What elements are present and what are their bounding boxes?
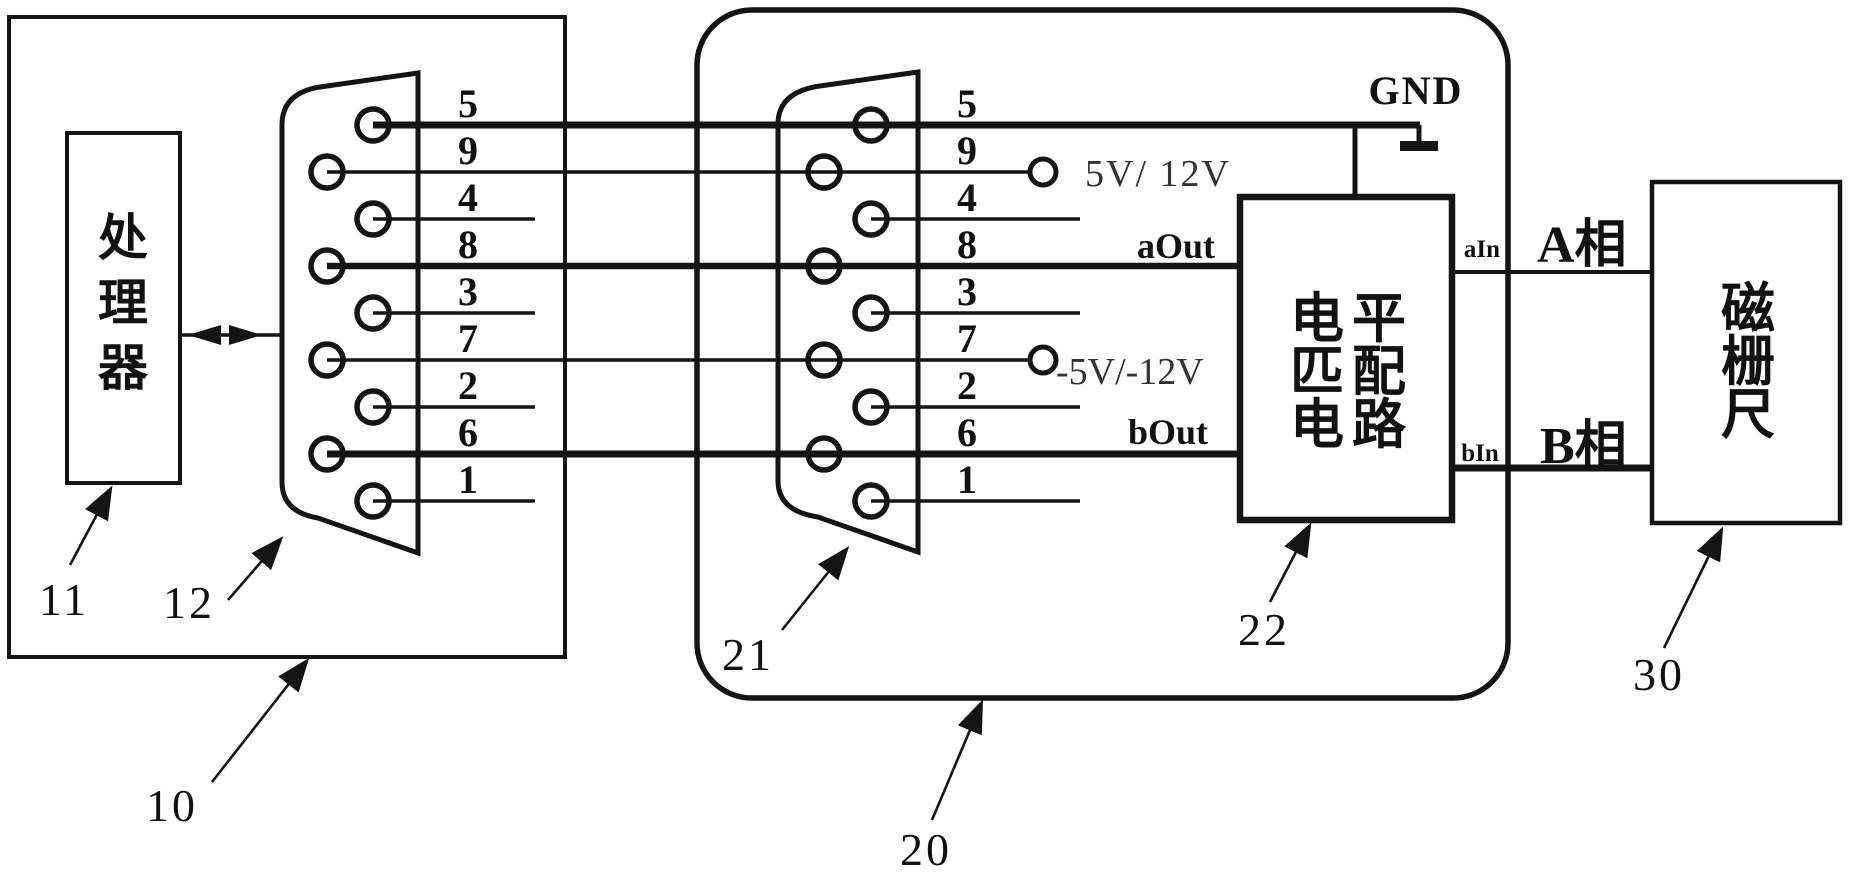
pin-number: 2 <box>957 363 977 408</box>
pin-circle-3 <box>354 294 392 332</box>
ref-label-20: 20 <box>900 824 952 875</box>
ref-label-21: 21 <box>722 629 774 680</box>
pin-number: 3 <box>458 269 478 314</box>
ref-arrow-10 <box>210 657 310 783</box>
pin-circle-5 <box>852 106 890 144</box>
terminal-circle-vneg <box>1027 344 1059 376</box>
pin-circle-6 <box>805 435 843 473</box>
pin-circle-7 <box>308 341 346 379</box>
aout-label: aOut <box>1137 226 1215 266</box>
phase-b-label: B相 <box>1540 417 1627 475</box>
ref-label-22: 22 <box>1238 604 1290 655</box>
terminal-circle-vpos <box>1027 156 1059 188</box>
db9-shell-left <box>279 70 421 557</box>
level-matcher-label: 电平 匹配 电路 <box>1290 289 1414 455</box>
pin-number: 6 <box>458 410 478 455</box>
db9-pins-left <box>308 106 392 520</box>
level-matcher-box <box>1236 193 1456 524</box>
pin-circle-8 <box>805 247 843 285</box>
phase-a-label: A相 <box>1537 216 1627 274</box>
processor-label-char: 器 <box>98 340 149 396</box>
pin-circle-8 <box>308 247 346 285</box>
matcher-label-row: 电平 <box>1290 289 1414 349</box>
ref-arrow-22 <box>1268 522 1312 603</box>
ref-arrow-30 <box>1662 526 1724 649</box>
pin-number: 7 <box>458 316 478 361</box>
scale-box <box>1649 179 1843 526</box>
pin-circle-6 <box>308 435 346 473</box>
pin-number: 4 <box>458 175 478 220</box>
pin-number: 9 <box>957 128 977 173</box>
pin-number: 1 <box>957 457 977 502</box>
pin-circle-4 <box>354 200 392 238</box>
pin-circle-3 <box>852 294 890 332</box>
db9-pins-middle <box>805 106 890 520</box>
pin-number: 5 <box>957 81 977 126</box>
processor-label-char: 理 <box>98 275 148 331</box>
voltage-negative-label: -5V/-12V <box>1056 351 1204 393</box>
ain-label: aIn <box>1464 236 1500 263</box>
matcher-label-row: 匹配 <box>1290 342 1414 402</box>
ref-arrow-21 <box>780 545 850 631</box>
scale-label: 磁 栅 尺 <box>1721 279 1775 445</box>
db9-shell-middle <box>775 69 921 556</box>
pin-number: 2 <box>458 363 478 408</box>
ref-arrow-12 <box>227 536 284 601</box>
bout-label: bOut <box>1128 412 1208 452</box>
pin-numbers-left: 5 9 4 8 3 7 2 6 1 <box>458 81 478 502</box>
pin-circle-9 <box>308 153 346 191</box>
pin-circle-9 <box>805 153 843 191</box>
pin-circle-1 <box>852 482 890 520</box>
pin-number: 1 <box>458 457 478 502</box>
pin-number: 4 <box>957 175 977 220</box>
pin-circle-5 <box>354 106 392 144</box>
ref-arrow-20 <box>930 699 984 821</box>
ref-label-12: 12 <box>163 577 215 628</box>
scale-label-char: 尺 <box>1721 385 1775 445</box>
pin-circle-2 <box>852 388 890 426</box>
ref-arrow-11 <box>68 485 113 566</box>
pin-number: 8 <box>458 222 478 267</box>
pin-circle-7 <box>805 341 843 379</box>
bidir-arrow-right-icon <box>229 325 262 345</box>
pin-circle-2 <box>354 388 392 426</box>
pin-number: 9 <box>458 128 478 173</box>
matcher-label-row: 电路 <box>1290 395 1414 455</box>
scale-label-char: 栅 <box>1721 332 1775 392</box>
processor-label-char: 处 <box>98 210 148 266</box>
ref-label-10: 10 <box>146 780 198 831</box>
processor-label: 处 理 器 <box>98 210 149 396</box>
ref-label-11: 11 <box>39 574 89 625</box>
bidir-arrow-left-icon <box>188 325 221 345</box>
processor-box <box>65 131 182 485</box>
pin-number: 5 <box>458 81 478 126</box>
bin-label: bIn <box>1461 440 1499 467</box>
scale-label-char: 磁 <box>1721 279 1775 339</box>
pin-number: 3 <box>957 269 977 314</box>
gnd-label: GND <box>1369 68 1464 113</box>
ref-label-30: 30 <box>1633 649 1685 700</box>
host-box <box>7 15 567 659</box>
pin-numbers-middle: 5 9 4 8 3 7 2 6 1 <box>957 81 977 502</box>
pin-number: 6 <box>957 410 977 455</box>
pin-circle-4 <box>852 200 890 238</box>
adapter-box <box>694 7 1511 701</box>
pin-circle-1 <box>354 482 392 520</box>
pin-number: 7 <box>957 316 977 361</box>
voltage-positive-label: 5V/ 12V <box>1085 153 1231 195</box>
pin-number: 8 <box>957 222 977 267</box>
